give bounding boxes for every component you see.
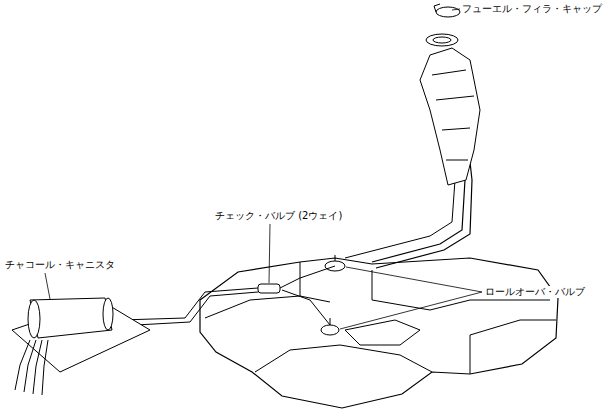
leader-line (269, 224, 270, 283)
part-label: チャコール・キャニスタ (4, 259, 116, 271)
cap-tether (434, 4, 440, 12)
valve-stem (330, 255, 335, 325)
rollover-valve (321, 325, 339, 335)
leader-line (452, 9, 460, 10)
vapor-line (118, 266, 335, 326)
leader-line (340, 267, 482, 329)
tank-detail (345, 320, 420, 345)
bracket-detail (432, 70, 474, 160)
filler-ring-inner (433, 37, 451, 43)
part-label: フューエル・フィラ・キャップ (461, 3, 603, 15)
breather-pipe (345, 180, 455, 258)
canister-end (28, 300, 40, 338)
canister-body (30, 298, 112, 338)
canister-end (103, 298, 113, 330)
tank-contour (205, 262, 556, 374)
fuel-filler-cap (436, 7, 460, 17)
part-label: ロールオーバ・バルブ (484, 286, 586, 298)
leader-line (45, 273, 50, 299)
filler-ring (426, 34, 458, 46)
fuel-tank (200, 258, 558, 408)
check-valve (258, 284, 280, 293)
canister-hoses (15, 340, 48, 395)
filler-neck-bracket (420, 48, 480, 185)
part-label: チェック・バルブ (2ウェイ) (214, 210, 343, 222)
